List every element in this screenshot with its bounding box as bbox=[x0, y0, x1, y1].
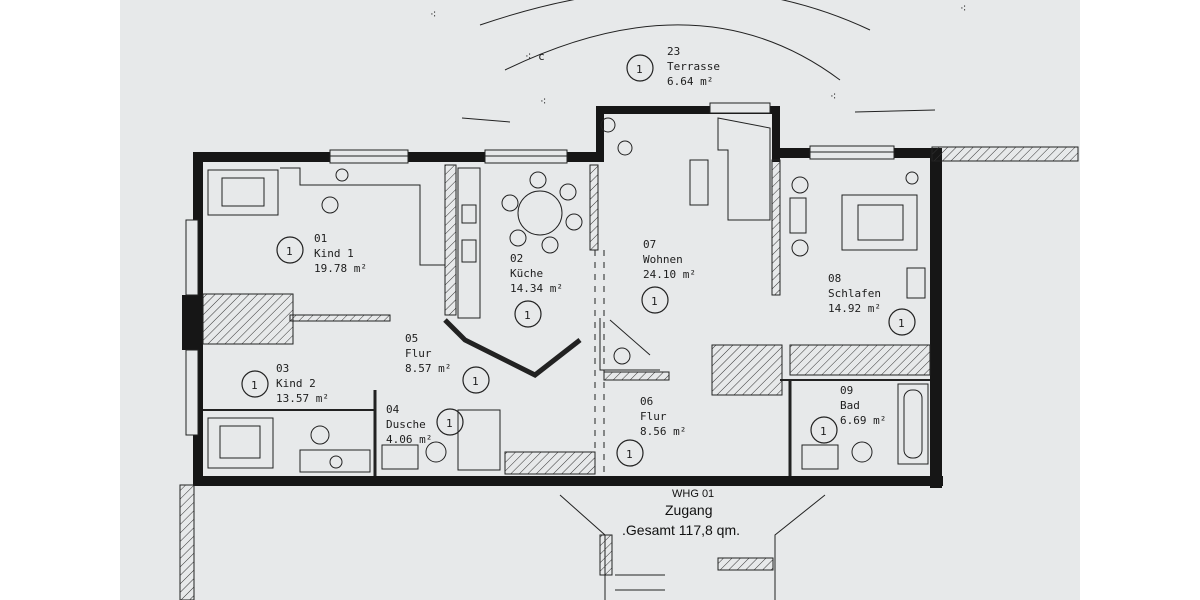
svg-text:23: 23 bbox=[667, 45, 680, 58]
svg-text:1: 1 bbox=[636, 63, 643, 76]
room-marker: 1 bbox=[888, 308, 916, 336]
svg-text:1: 1 bbox=[251, 379, 258, 392]
svg-text:1: 1 bbox=[446, 417, 453, 430]
entrance-label: Zugang bbox=[665, 502, 712, 518]
svg-text:Dusche: Dusche bbox=[386, 418, 426, 431]
svg-text:1: 1 bbox=[820, 425, 827, 438]
room-marker: 1 bbox=[241, 370, 269, 398]
svg-text:09: 09 bbox=[840, 384, 853, 397]
unit-label: WHG 01 bbox=[672, 488, 714, 500]
svg-text:24.10 m²: 24.10 m² bbox=[643, 268, 696, 281]
svg-text:8.57 m²: 8.57 m² bbox=[405, 362, 451, 375]
svg-text:19.78 m²: 19.78 m² bbox=[314, 262, 367, 275]
svg-text:08: 08 bbox=[828, 272, 841, 285]
svg-text:04: 04 bbox=[386, 403, 400, 416]
svg-text:05: 05 bbox=[405, 332, 418, 345]
room-03: 03 Kind 2 13.57 m² 1 bbox=[241, 362, 329, 405]
svg-text:⁖ c: ⁖ c bbox=[525, 50, 545, 63]
furniture bbox=[207, 117, 929, 473]
svg-text:Bad: Bad bbox=[840, 399, 860, 412]
interior-walls bbox=[202, 159, 931, 476]
svg-text:14.34 m²: 14.34 m² bbox=[510, 282, 563, 295]
svg-text:Schlafen: Schlafen bbox=[828, 287, 881, 300]
svg-text:Wohnen: Wohnen bbox=[643, 253, 683, 266]
total-area-label: .Gesamt 117,8 qm. bbox=[622, 522, 740, 538]
room-06: 06 Flur 8.56 m² 1 bbox=[616, 395, 686, 467]
svg-text:01: 01 bbox=[314, 232, 327, 245]
svg-text:⁖: ⁖ bbox=[830, 90, 836, 103]
svg-text:1: 1 bbox=[472, 375, 479, 388]
svg-text:⁖: ⁖ bbox=[430, 8, 436, 21]
room-08: 08 Schlafen 14.92 m² 1 bbox=[828, 272, 916, 336]
room-07: 07 Wohnen 24.10 m² 1 bbox=[641, 238, 696, 314]
svg-text:6.69 m²: 6.69 m² bbox=[840, 414, 886, 427]
room-04: 04 Dusche 4.06 m² 1 bbox=[386, 403, 464, 446]
room-23-terrace: 23 Terrasse 6.64 m² 1 bbox=[626, 45, 720, 88]
svg-text:1: 1 bbox=[651, 295, 658, 308]
svg-text:Küche: Küche bbox=[510, 267, 543, 280]
room-02: 02 Küche 14.34 m² 1 bbox=[510, 252, 563, 328]
entrance-stair bbox=[559, 488, 826, 600]
svg-text:Flur: Flur bbox=[640, 410, 667, 423]
svg-text:1: 1 bbox=[626, 448, 633, 461]
unit-label-bg bbox=[646, 486, 736, 500]
svg-text:1: 1 bbox=[524, 309, 531, 322]
svg-text:1: 1 bbox=[286, 245, 293, 258]
room-marker: 1 bbox=[514, 300, 542, 328]
svg-text:Terrasse: Terrasse bbox=[667, 60, 720, 73]
room-marker: 1 bbox=[626, 54, 654, 82]
svg-text:Flur: Flur bbox=[405, 347, 432, 360]
room-marker: 1 bbox=[436, 408, 464, 436]
room-marker: 1 bbox=[276, 236, 304, 264]
svg-text:6.64 m²: 6.64 m² bbox=[667, 75, 713, 88]
svg-text:14.92 m²: 14.92 m² bbox=[828, 302, 881, 315]
room-marker: 1 bbox=[616, 439, 644, 467]
svg-text:Kind 1: Kind 1 bbox=[314, 247, 354, 260]
room-marker: 1 bbox=[641, 286, 669, 314]
svg-text:⁖: ⁖ bbox=[960, 2, 966, 15]
svg-text:02: 02 bbox=[510, 252, 523, 265]
svg-text:Kind 2: Kind 2 bbox=[276, 377, 316, 390]
windows bbox=[185, 102, 895, 436]
svg-text:8.56 m²: 8.56 m² bbox=[640, 425, 686, 438]
svg-text:4.06 m²: 4.06 m² bbox=[386, 433, 432, 446]
railing-hatch bbox=[931, 146, 1079, 162]
svg-text:03: 03 bbox=[276, 362, 289, 375]
svg-text:⁖: ⁖ bbox=[540, 95, 546, 108]
room-marker: 1 bbox=[462, 366, 490, 394]
room-01: 01 Kind 1 19.78 m² 1 bbox=[276, 232, 367, 275]
terrace-arc: ⁖ ⁖ c ⁖ ⁖ ⁖ bbox=[430, 0, 966, 123]
room-marker: 1 bbox=[810, 416, 838, 444]
stair-wall-hatch bbox=[179, 484, 195, 600]
svg-text:06: 06 bbox=[640, 395, 653, 408]
svg-text:07: 07 bbox=[643, 238, 656, 251]
room-09: 09 Bad 6.69 m² 1 bbox=[810, 384, 886, 444]
svg-text:1: 1 bbox=[898, 317, 905, 330]
svg-text:13.57 m²: 13.57 m² bbox=[276, 392, 329, 405]
room-05: 05 Flur 8.57 m² 1 bbox=[405, 332, 490, 394]
